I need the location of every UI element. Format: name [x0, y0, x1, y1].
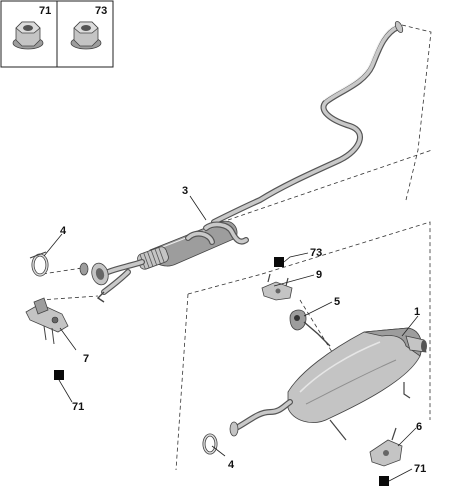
callout-nut-front: 71 [72, 401, 84, 413]
fastener-legend: 71 73 [0, 0, 114, 68]
flange-nut-73-icon [70, 21, 102, 50]
legend-item-71: 71 [12, 5, 51, 50]
callout-nut-rear: 71 [414, 463, 426, 475]
leader-lines [43, 195, 419, 482]
callout-nut-mid: 73 [310, 247, 322, 259]
callout-hanger-front: 7 [83, 353, 89, 365]
clamp-ring-front [29, 251, 49, 277]
front-pipe [79, 21, 404, 303]
callout-hanger-rear: 6 [416, 421, 422, 433]
marker-square-nut-rear [379, 476, 389, 486]
rubber-mount [289, 309, 331, 347]
hanger-bracket-front [25, 297, 69, 345]
callout-clamp-front: 4 [60, 225, 67, 237]
callout-front-pipe: 3 [182, 185, 188, 197]
flange-nut-71-icon [12, 21, 44, 50]
callout-hanger-mid: 9 [316, 269, 322, 281]
callout-rear-silencer: 1 [414, 306, 420, 318]
callout-rubber-mount: 5 [334, 296, 340, 308]
hanger-bracket-mid [261, 273, 293, 301]
hanger-bracket-rear [369, 427, 403, 467]
clamp-ring-rear [202, 433, 218, 455]
assembly-dashed-lines [35, 24, 433, 471]
legend-item-73: 73 [70, 5, 107, 50]
legend-ref-73: 73 [95, 5, 107, 17]
callout-clamp-rear: 4 [228, 459, 235, 471]
marker-square-nut-mid [274, 257, 284, 267]
rear-silencer [229, 327, 427, 441]
marker-square-nut-front [54, 370, 64, 380]
legend-ref-71: 71 [39, 5, 51, 17]
